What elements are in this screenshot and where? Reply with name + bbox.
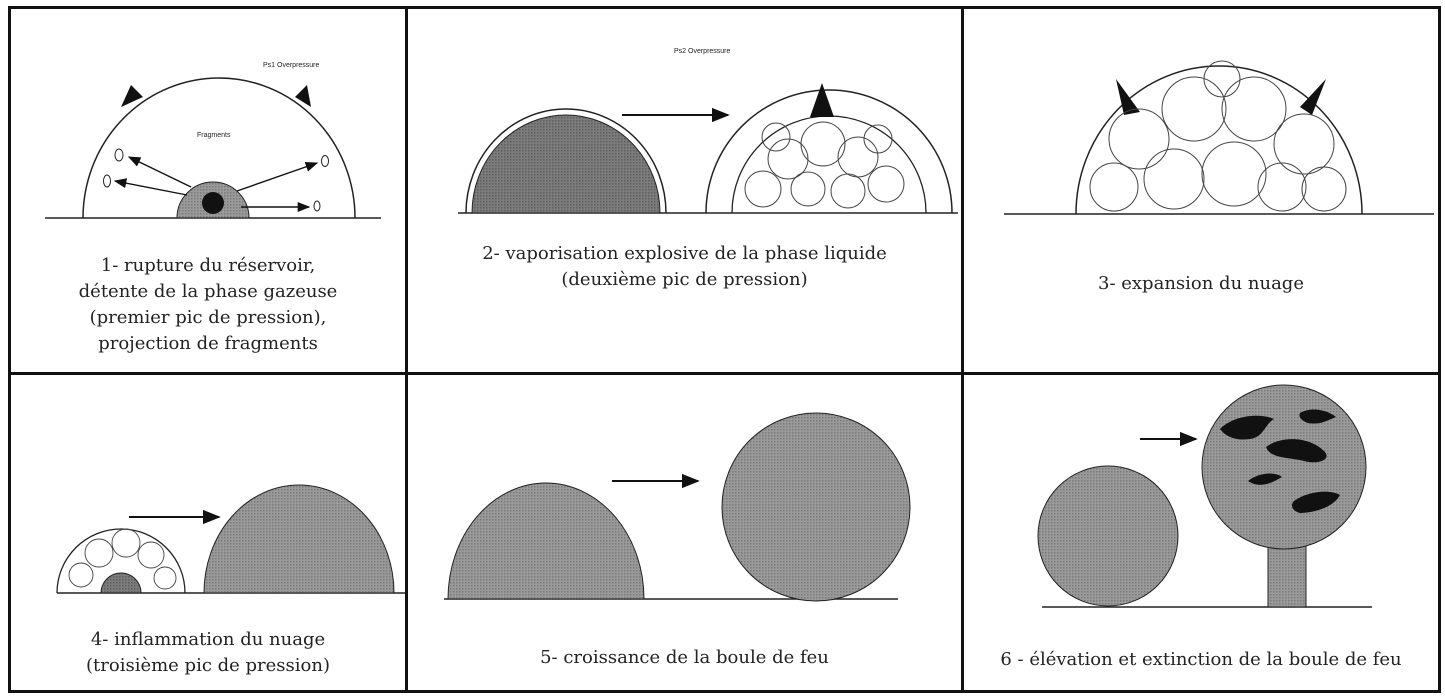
tank-rupture-illustration: Ps1 Overpressure Fragments	[45, 62, 381, 219]
small-vapour-cloud	[68, 528, 177, 590]
fireball-hemisphere	[447, 482, 645, 600]
wave-arrow-right	[295, 85, 311, 107]
panel-5-caption: 5- croissance de la boule de feu	[540, 647, 829, 668]
panel-6-fireball-rise: 6 - élévation et extinction de la boule …	[961, 372, 1441, 693]
panel-4-caption: 4- inflammation du nuage (troisième pic …	[86, 629, 330, 676]
cloud-ignition-illustration	[56, 484, 405, 594]
wave-arrow-right	[1300, 79, 1326, 115]
expansion-wave-dome	[1075, 65, 1363, 215]
ps1-overpressure-label: Ps1 Overpressure	[263, 62, 320, 69]
ps2-wave-dome	[705, 89, 953, 214]
cloud-expansion-illustration	[1004, 60, 1434, 215]
panel-1-caption: 1- rupture du réservoir, détente de la p…	[78, 255, 338, 354]
rising-fireball	[1201, 384, 1367, 550]
ignition-core	[100, 572, 142, 594]
fireball-sphere	[721, 412, 911, 602]
wave-arrow-up	[810, 83, 834, 117]
liquid-tank	[471, 114, 661, 214]
ignited-cloud-dome	[203, 484, 395, 594]
fragment-piece	[103, 174, 111, 188]
wave-arrow-left	[121, 85, 143, 107]
fragment-piece	[321, 155, 329, 167]
vapour-cloud	[744, 121, 905, 209]
panel-1-tank-rupture: Ps1 Overpressure Fragments 1- rupture du…	[8, 6, 408, 375]
fireball-growth-illustration	[444, 412, 911, 602]
panel-6-caption: 6 - élévation et extinction de la boule …	[1000, 649, 1402, 670]
fragment-piece	[313, 200, 321, 212]
panel-5-fireball-growth: 5- croissance de la boule de feu	[405, 372, 964, 693]
soot-patches	[1220, 409, 1340, 513]
fragments-label: Fragments	[197, 132, 231, 139]
tank-core	[202, 192, 224, 214]
wave-arrow-left	[1116, 79, 1140, 115]
overpressure-wave-dome	[82, 77, 356, 219]
panel-4-cloud-ignition: 4- inflammation du nuage (troisième pic …	[8, 372, 408, 693]
panel-2-caption: 2- vaporisation explosive de la phase li…	[482, 243, 887, 290]
vaporisation-illustration: Ps2 Overpressure	[458, 48, 958, 214]
panel-2-liquid-vaporisation: Ps2 Overpressure 2- vaporisation explosi…	[405, 6, 964, 375]
fragment-piece	[114, 148, 124, 162]
fireball-sphere	[1037, 465, 1179, 607]
fireball-rise-illustration	[1037, 384, 1372, 608]
panel-3-caption: 3- expansion du nuage	[1098, 273, 1304, 294]
vapour-cloud	[1089, 60, 1347, 212]
ps2-overpressure-label: Ps2 Overpressure	[674, 48, 731, 55]
panel-3-cloud-expansion: 3- expansion du nuage	[961, 6, 1441, 375]
